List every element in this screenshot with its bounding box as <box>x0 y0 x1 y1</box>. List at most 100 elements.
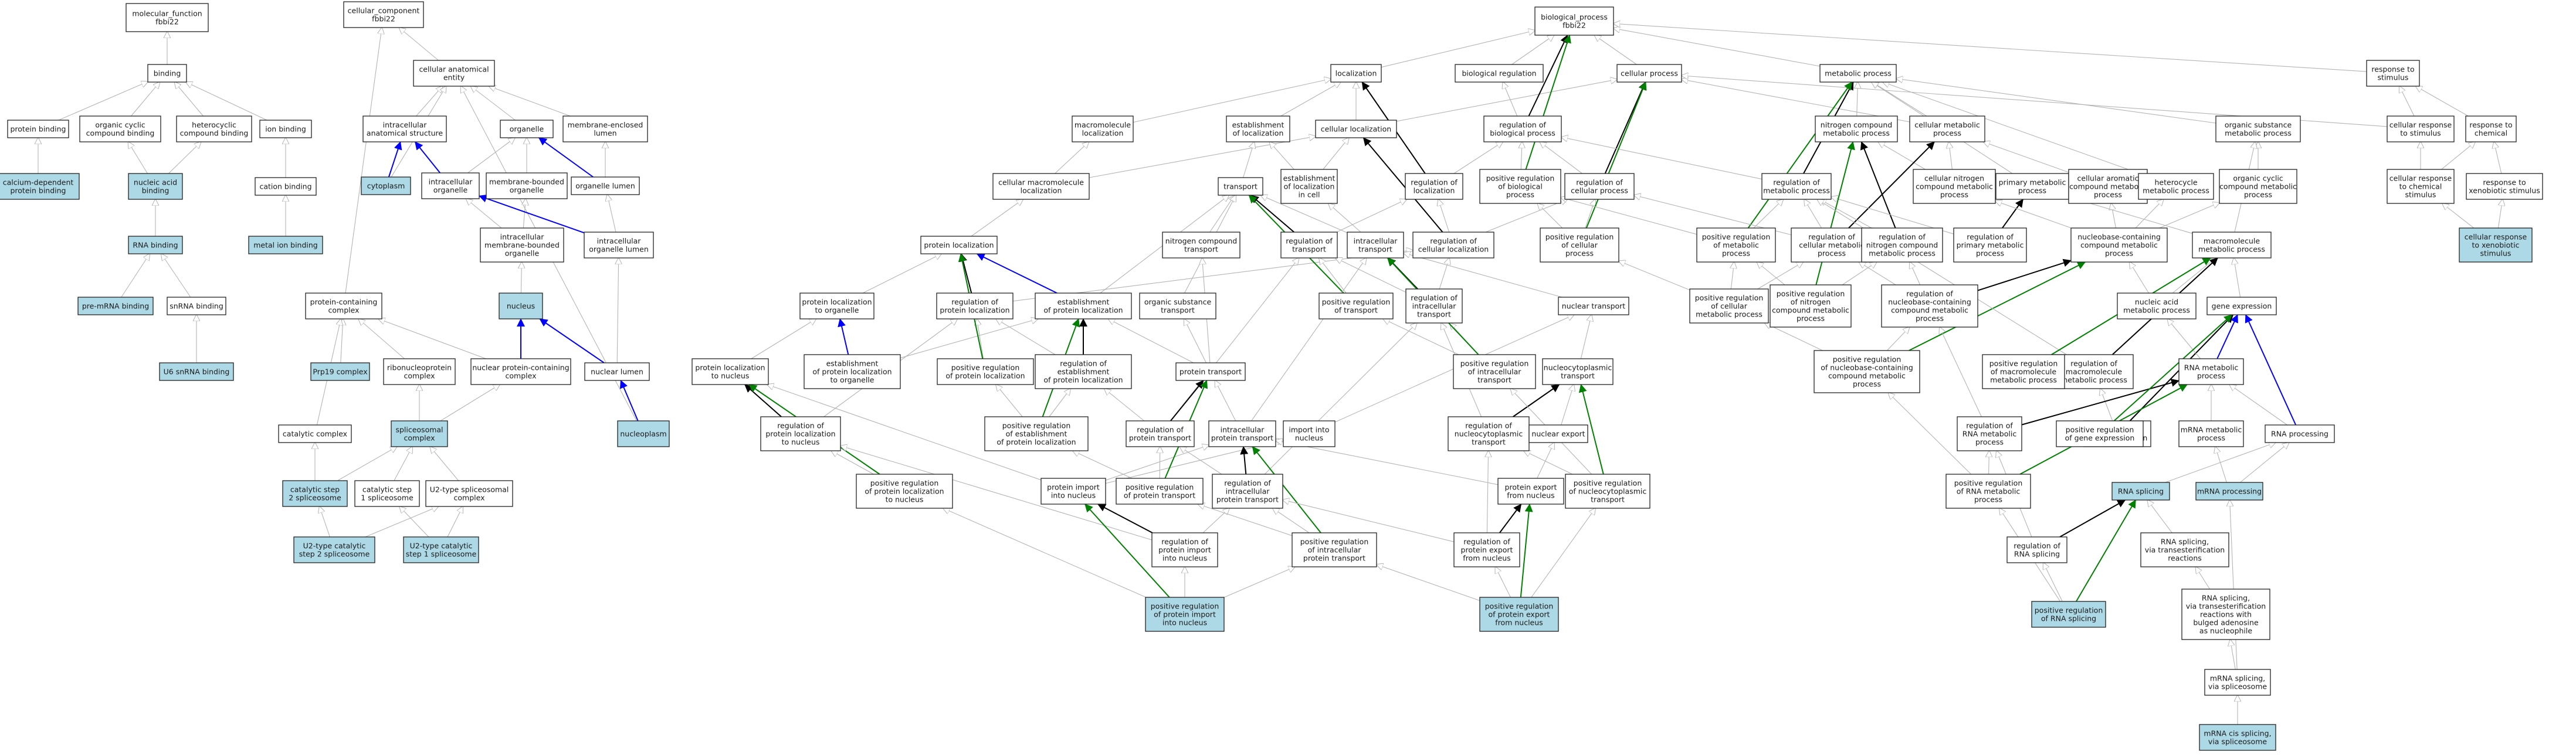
go-term-node[interactable]: binding <box>147 64 187 83</box>
go-term-node[interactable]: RNA splicing <box>2111 482 2170 501</box>
go-term-node[interactable]: RNA splicing,via transesterificationreac… <box>2181 589 2270 640</box>
go-term-node[interactable]: metal ion binding <box>248 236 323 254</box>
go-term-node[interactable]: protein transport <box>1175 362 1246 381</box>
go-term-node[interactable]: nuclear transport <box>1558 297 1629 315</box>
go-term-node[interactable]: RNA binding <box>128 236 183 254</box>
go-term-node[interactable]: protein localization <box>920 236 998 254</box>
go-term-node[interactable]: protein binding <box>7 120 69 138</box>
go-term-node[interactable]: snRNA binding <box>167 297 226 315</box>
go-term-node[interactable]: metabolic process <box>1819 64 1897 83</box>
go-term-node[interactable]: gene expression <box>2206 297 2277 315</box>
go-term-node[interactable]: localization <box>1330 64 1382 83</box>
go-term-node[interactable]: nucleus <box>499 293 543 319</box>
go-term-node[interactable]: RNA processing <box>2265 424 2335 443</box>
go-term-node[interactable]: cytoplasm <box>361 176 411 195</box>
go-term-node[interactable]: biological regulation <box>1455 64 1544 83</box>
go-term-node[interactable]: catalytic complex <box>278 424 352 443</box>
go-term-node[interactable]: mRNA processing <box>2195 482 2263 501</box>
go-term-node[interactable]: mRNA cis splicing,via spliceosome <box>2199 724 2276 751</box>
go-term-node[interactable]: cellular process <box>1616 64 1682 83</box>
go-term-node[interactable]: RNA splicing,via transesterificationreac… <box>2140 532 2229 567</box>
go-term-node[interactable]: nuclear lumen <box>584 362 650 381</box>
go-term-node[interactable]: organelle <box>500 120 554 138</box>
go-term-node[interactable]: nuclear export <box>1528 424 1588 443</box>
